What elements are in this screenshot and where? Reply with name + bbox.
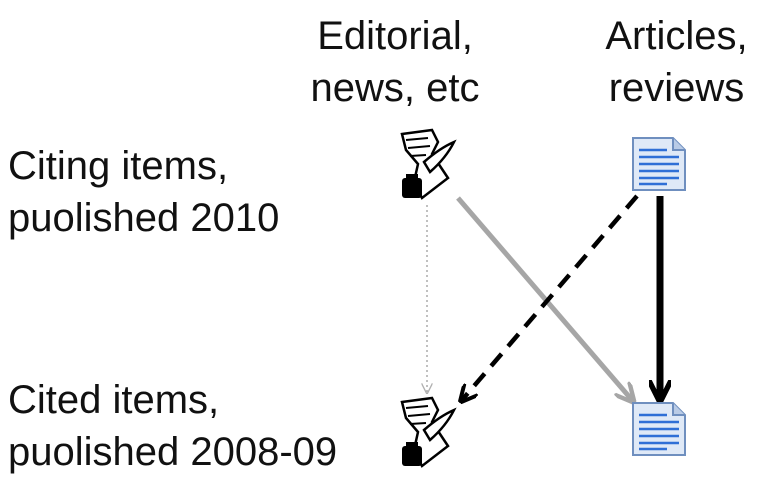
column-header-articles-line2: reviews bbox=[608, 66, 745, 110]
row-label-cited-line2: puolished 2008-09 bbox=[8, 430, 338, 474]
column-header-articles: Articles, reviews bbox=[590, 10, 763, 114]
row-label-citing: Citing items, puolished 2010 bbox=[8, 140, 279, 244]
row-label-cited-line1: Cited items, bbox=[8, 378, 220, 422]
column-header-articles-line1: Articles, bbox=[605, 14, 748, 58]
column-header-editorial-line1: Editorial, bbox=[317, 14, 473, 58]
document-icon bbox=[632, 137, 686, 191]
arrow-articles-to-editorial bbox=[462, 194, 639, 400]
column-header-editorial: Editorial, news, etc bbox=[290, 10, 500, 114]
scroll-quill-icon bbox=[400, 128, 457, 200]
scroll-quill-icon bbox=[400, 396, 457, 468]
arrow-editorial-to-articles bbox=[456, 196, 632, 400]
row-label-cited: Cited items, puolished 2008-09 bbox=[8, 374, 337, 478]
document-icon bbox=[632, 402, 686, 456]
row-label-citing-line1: Citing items, bbox=[8, 144, 229, 188]
column-header-editorial-line2: news, etc bbox=[310, 66, 480, 110]
row-label-citing-line2: puolished 2010 bbox=[8, 196, 280, 240]
